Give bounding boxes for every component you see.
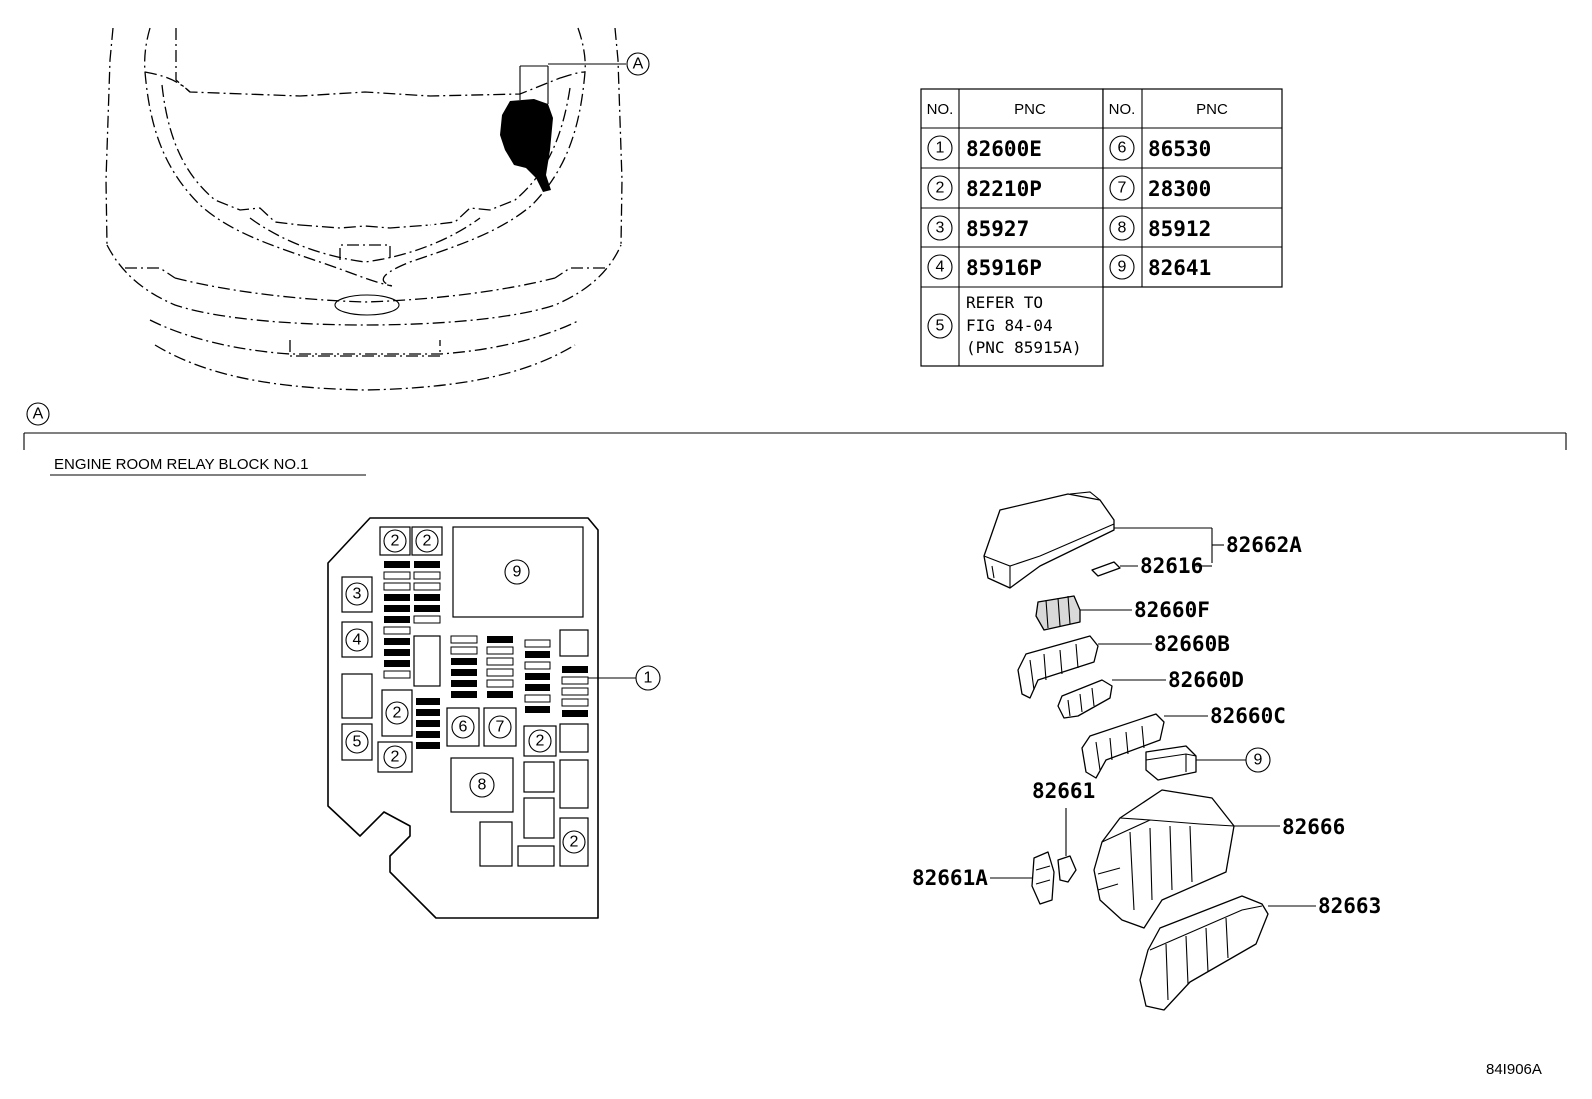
vehicle-front-view: A: [105, 27, 650, 391]
block-number: 2: [423, 533, 432, 550]
block-number: 2: [536, 733, 545, 750]
table-row-no: 4: [936, 259, 945, 276]
table-row-pnc: 85927: [966, 217, 1029, 241]
part-label-82660F: 82660F: [1134, 598, 1210, 622]
block-number: 9: [513, 564, 522, 581]
callout-letter-section: A: [33, 406, 44, 423]
table-row-note-line2: FIG 84-04: [966, 316, 1053, 335]
table-row-no: 9: [1118, 259, 1127, 276]
table-row-no: 2: [936, 180, 945, 197]
table-row-pnc: 85916P: [966, 256, 1042, 280]
block-number: 7: [496, 719, 505, 736]
part-label-82660B: 82660B: [1154, 632, 1230, 656]
exploded-parts: 82662A 82616 82660F 82660B 82660D 82660C: [912, 491, 1381, 1011]
block-number: 8: [478, 777, 487, 794]
part-label-82660D: 82660D: [1168, 668, 1244, 692]
block-number: 2: [391, 533, 400, 550]
block-number: 2: [570, 834, 579, 851]
table-row-note-line3: (PNC 85915A): [966, 338, 1082, 357]
part-label-82666: 82666: [1282, 815, 1345, 839]
table-row-no: 8: [1118, 220, 1127, 237]
table-row-pnc: 28300: [1148, 177, 1211, 201]
table-row-no: 7: [1118, 180, 1127, 197]
block-number: 2: [391, 749, 400, 766]
block-number: 3: [353, 586, 362, 603]
table-row-pnc: 82210P: [966, 177, 1042, 201]
table-row-pnc: 82641: [1148, 256, 1211, 280]
figure-code: 84I906A: [1486, 1061, 1542, 1078]
table-row-no: 6: [1118, 140, 1127, 157]
table-row-pnc: 82600E: [966, 137, 1042, 161]
table-row-pnc: 85912: [1148, 217, 1211, 241]
block-number: 1: [644, 670, 653, 687]
block-number: 4: [353, 632, 362, 649]
table-row-pnc: 86530: [1148, 137, 1211, 161]
table-row-note-line1: REFER TO: [966, 293, 1043, 312]
block-number: 2: [393, 705, 402, 722]
callout-letter-top: A: [633, 56, 644, 73]
block-number: 6: [459, 719, 468, 736]
table-header-pnc-right: PNC: [1196, 101, 1228, 118]
table-row-no: 5: [936, 318, 945, 335]
table-row-no: 3: [936, 220, 945, 237]
part-label-82616: 82616: [1140, 554, 1203, 578]
part-label-82663: 82663: [1318, 894, 1381, 918]
relay-block-layout: 2 2 9 3 4 5: [327, 517, 661, 919]
part-label-9: 9: [1254, 752, 1263, 769]
part-label-82661A: 82661A: [912, 866, 988, 890]
section-a-header: A ENGINE ROOM RELAY BLOCK NO.1: [23, 402, 1567, 476]
table-row-no: 1: [936, 140, 945, 157]
block-number: 5: [353, 734, 362, 751]
table-header-no-right: NO.: [1109, 101, 1136, 118]
part-label-82661: 82661: [1032, 779, 1095, 803]
pnc-table: NO. PNC NO. PNC 1 82600E 2 82210P 3 8592…: [920, 88, 1283, 367]
section-title: ENGINE ROOM RELAY BLOCK NO.1: [54, 456, 309, 473]
part-label-82660C: 82660C: [1210, 704, 1286, 728]
table-header-pnc-left: PNC: [1014, 101, 1046, 118]
part-label-82662A: 82662A: [1226, 533, 1302, 557]
table-header-no-left: NO.: [927, 101, 954, 118]
